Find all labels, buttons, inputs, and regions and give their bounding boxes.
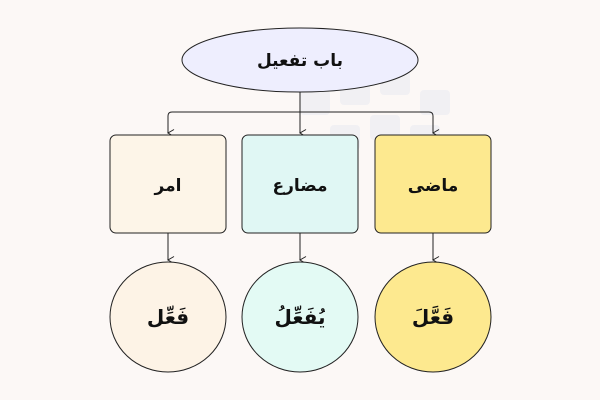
form-mazi: فَعَّلَ — [374, 261, 492, 373]
category-label: مضارع — [272, 176, 327, 196]
category-mazi: ماضی — [374, 134, 492, 234]
category-amr: امر — [109, 134, 227, 234]
category-mozare: مضارع — [241, 134, 359, 234]
root-label: باب تفعیل — [257, 51, 343, 71]
category-label: ماضی — [408, 176, 459, 196]
form-label: يُفَعِّلُ — [274, 305, 325, 329]
connectors — [167, 92, 440, 264]
form-label: فَعَّلَ — [412, 305, 454, 329]
form-amr: فَعِّل — [109, 261, 227, 373]
form-mozare: يُفَعِّلُ — [241, 261, 359, 373]
category-label: امر — [154, 176, 182, 196]
form-label: فَعِّل — [147, 305, 189, 329]
